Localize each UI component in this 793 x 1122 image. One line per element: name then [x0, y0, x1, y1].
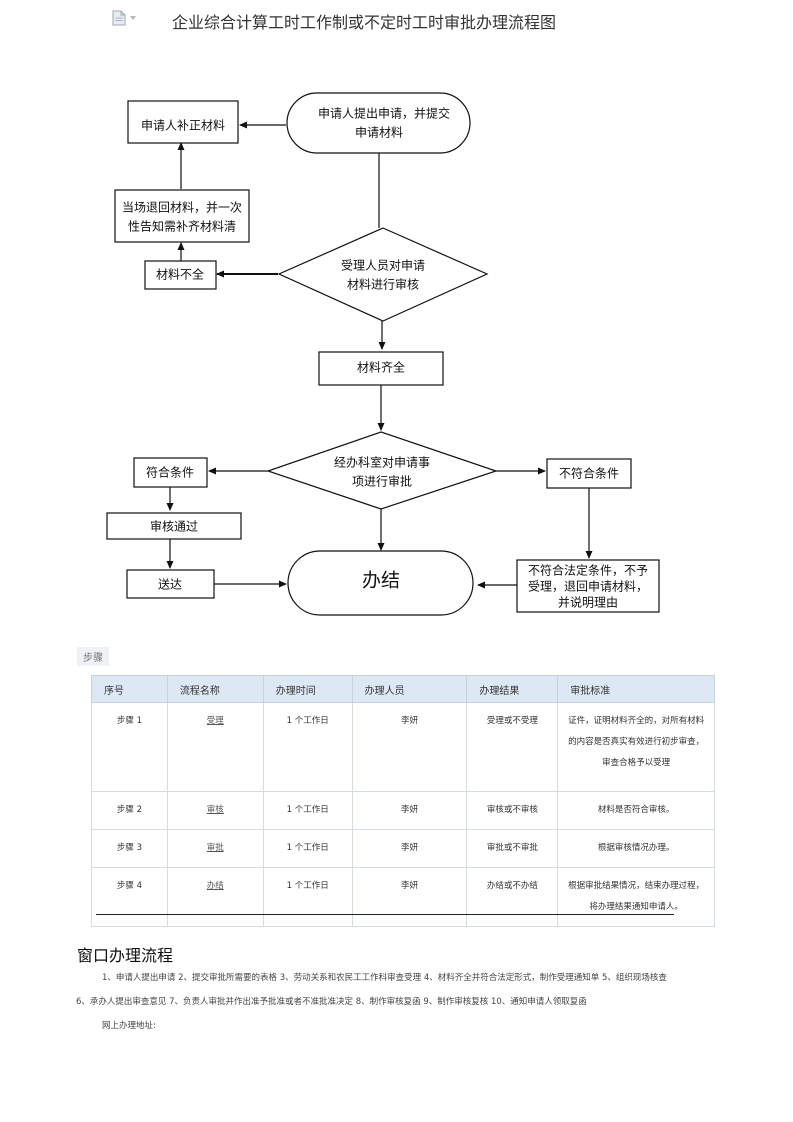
- column-header: 办理结果: [466, 675, 559, 703]
- step-person: 李妍: [351, 867, 468, 927]
- step-name-link[interactable]: 审批: [166, 829, 264, 868]
- table-row: 步骤 1 受理 1 个工作日 李妍 受理或不受理 证件，证明材料齐全的，对所有材…: [91, 702, 715, 792]
- node-deliver: 送达: [158, 577, 182, 592]
- step-name-link[interactable]: 办结: [166, 867, 264, 927]
- divider: [96, 914, 674, 915]
- node-reject-line1: 不符合法定条件，不予: [528, 563, 648, 578]
- table-row: 步骤 2 审核 1 个工作日 李妍 审核或不审核 材料是否符合审核。: [91, 791, 715, 830]
- step-name[interactable]: 审核: [206, 805, 224, 815]
- standard-line: 根据审批结果情况，结束办理过程，: [568, 881, 705, 891]
- standard-line: 根据审核情况办理。: [597, 843, 675, 853]
- node-approve-line1: 经办科室对申请事: [334, 455, 430, 470]
- flowchart: 申请人补正材料 申请人提出申请，并提交 申请材料 当场退回材料，并一次 性告知需…: [106, 92, 660, 616]
- step-person: 李妍: [351, 702, 468, 792]
- node-reject-line2: 受理，退回申请材料，: [528, 580, 648, 594]
- step-name[interactable]: 办结: [206, 881, 224, 891]
- step-time: 1 个工作日: [262, 829, 353, 868]
- step-time: 1 个工作日: [262, 702, 353, 792]
- node-review-line2: 材料进行审核: [347, 277, 419, 292]
- node-review-line1: 受理人员对申请: [341, 259, 425, 273]
- step-result: 受理或不受理: [466, 702, 559, 792]
- steps-label: 步骤: [77, 647, 109, 666]
- column-header: 办理时间: [262, 675, 353, 703]
- step-time: 1 个工作日: [262, 791, 353, 830]
- node-passed: 审核通过: [150, 519, 198, 534]
- step-result: 审核或不审核: [466, 791, 559, 830]
- node-ineligible: 不符合条件: [559, 466, 619, 481]
- chevron-down-icon[interactable]: [130, 16, 136, 20]
- node-apply-line1: 申请人提出申请，并提交: [318, 106, 450, 121]
- step-number: 步骤 1: [91, 702, 168, 792]
- standard-line: 将办理结果通知申请人。: [589, 902, 683, 912]
- step-name-link[interactable]: 审核: [166, 791, 264, 830]
- document-icon[interactable]: [112, 10, 136, 26]
- standard-line: 审查合格予以受理: [602, 758, 671, 768]
- step-name[interactable]: 受理: [206, 716, 224, 726]
- standard-line: 证件，证明材料齐全的，对所有材料: [568, 716, 705, 726]
- table-header-row: 序号 流程名称 办理时间 办理人员 办理结果 审批标准: [91, 675, 715, 703]
- step-standard: 证件，证明材料齐全的，对所有材料 的内容是否真实有效进行初步审查， 审查合格予以…: [557, 702, 715, 792]
- process-line: 1、申请人提出申请 2、提交审批所需要的表格 3、劳动关系和农民工工作科审查受理…: [102, 973, 667, 983]
- step-standard: 材料是否符合审核。: [557, 791, 715, 830]
- step-name-link[interactable]: 受理: [166, 702, 264, 792]
- step-name[interactable]: 审批: [206, 843, 224, 853]
- node-return-line2: 性告知需补齐材料清: [128, 219, 236, 234]
- step-result: 审批或不审批: [466, 829, 559, 868]
- table-row: 步骤 3 审批 1 个工作日 李妍 审批或不审批 根据审核情况办理。: [91, 829, 715, 868]
- step-number: 步骤 2: [91, 791, 168, 830]
- step-time: 1 个工作日: [262, 867, 353, 927]
- standard-line: 的内容是否真实有效进行初步审查，: [568, 737, 705, 747]
- node-eligible: 符合条件: [146, 465, 194, 480]
- node-complete: 材料齐全: [357, 360, 405, 375]
- step-result: 办结或不办结: [466, 867, 559, 927]
- standard-line: 材料是否符合审核。: [597, 805, 675, 815]
- node-apply-line2: 申请材料: [355, 126, 403, 140]
- node-approve-line2: 项进行审批: [352, 474, 412, 489]
- window-process-text: 1、申请人提出申请 2、提交审批所需要的表格 3、劳动关系和农民工工作科审查受理…: [76, 966, 706, 1038]
- column-header: 审批标准: [557, 675, 715, 703]
- node-supplement: 申请人补正材料: [141, 119, 225, 133]
- page-title: 企业综合计算工时工作制或不定时工时审批办理流程图: [172, 13, 557, 32]
- process-line: 6、承办人提出审查意见 7、负责人审批并作出准予批准或者不准批准决定 8、制作审…: [76, 997, 587, 1007]
- section-heading: 窗口办理流程: [77, 946, 174, 965]
- step-number: 步骤 4: [91, 867, 168, 927]
- column-header: 序号: [91, 675, 168, 703]
- step-standard: 根据审批结果情况，结束办理过程， 将办理结果通知申请人。: [557, 867, 715, 927]
- column-header: 办理人员: [351, 675, 468, 703]
- table-row: 步骤 4 办结 1 个工作日 李妍 办结或不办结 根据审批结果情况，结束办理过程…: [91, 867, 715, 927]
- step-number: 步骤 3: [91, 829, 168, 868]
- node-reject-line3: 并说明理由: [558, 595, 618, 610]
- online-address-label: 网上办理地址:: [102, 1021, 156, 1031]
- node-done: 办结: [362, 570, 400, 592]
- step-standard: 根据审核情况办理。: [557, 829, 715, 868]
- step-person: 李妍: [351, 791, 468, 830]
- column-header: 流程名称: [166, 675, 264, 703]
- steps-table: 序号 流程名称 办理时间 办理人员 办理结果 审批标准 步骤 1 受理 1 个工…: [91, 675, 715, 927]
- node-incomplete: 材料不全: [156, 267, 204, 282]
- node-return-line1: 当场退回材料，并一次: [122, 201, 242, 215]
- step-person: 李妍: [351, 829, 468, 868]
